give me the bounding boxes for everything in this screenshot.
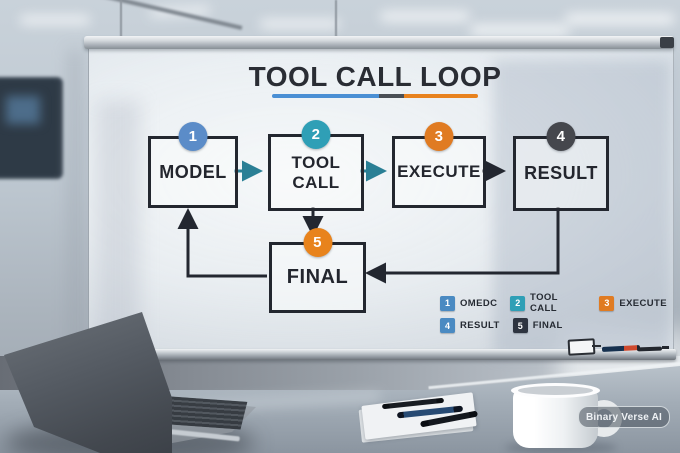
legend-label-1: OMEDC xyxy=(460,297,498,309)
diagram-title: TOOL CALL LOOP xyxy=(248,61,502,92)
glass-seam xyxy=(120,0,122,40)
legend-row: 4 RESULT 5 FINAL xyxy=(440,318,680,333)
ceiling-light xyxy=(470,25,570,35)
node-tool-call-badge: 2 xyxy=(301,120,331,149)
node-tool-call: 2 TOOL CALL xyxy=(268,120,364,211)
node-final-badge: 5 xyxy=(303,228,332,257)
legend-item-result: 4 RESULT xyxy=(440,318,500,333)
node-execute-label: EXECUTE xyxy=(397,162,481,181)
node-final-label: FINAL xyxy=(286,266,349,288)
legend-label-3: EXECUTE xyxy=(619,297,667,309)
whiteboard-top-rail xyxy=(84,36,674,49)
legend-swatch-3: 3 xyxy=(599,295,615,311)
legend-swatch-5: 5 xyxy=(512,318,528,333)
title-underline xyxy=(272,94,478,98)
node-tool-call-label: TOOL CALL xyxy=(291,152,341,192)
whiteboard-tray xyxy=(86,349,676,360)
legend-item-model: 1 OMEDC xyxy=(440,295,498,311)
node-model-label: MODEL xyxy=(159,161,227,182)
coffee-mug-rim-inner xyxy=(518,386,593,395)
ceiling-light xyxy=(20,16,90,24)
whiteboard-marker xyxy=(662,346,669,349)
wall-screen-glow xyxy=(6,96,40,124)
whiteboard-rail-cap xyxy=(660,37,674,48)
legend-label-4: RESULT xyxy=(460,320,500,331)
node-model: 1 MODEL xyxy=(148,122,238,208)
window-mullion xyxy=(70,50,80,360)
legend-label-2: TOOL CALL xyxy=(530,292,558,314)
legend: 1 OMEDC 2 TOOL CALL 3 EXECUTE 4 RESULT 5… xyxy=(440,292,680,333)
legend-label-5: FINAL xyxy=(532,320,563,331)
node-result-label: RESULT xyxy=(524,163,598,183)
legend-item-execute: 3 EXECUTE xyxy=(599,295,667,311)
legend-swatch-1: 1 xyxy=(440,295,455,311)
ceiling-light xyxy=(565,14,675,24)
node-execute: 3 EXECUTE xyxy=(392,122,486,208)
legend-item-final: 5 FINAL xyxy=(512,318,563,333)
node-result-badge: 4 xyxy=(546,122,576,151)
legend-swatch-4: 4 xyxy=(440,318,455,333)
node-result: 4 RESULT xyxy=(513,122,609,211)
whiteboard-eraser-edge xyxy=(592,345,601,347)
legend-item-tool-call: 2 TOOL CALL xyxy=(510,292,586,314)
node-final: 5 FINAL xyxy=(269,228,366,313)
glass-seam xyxy=(335,0,337,44)
node-execute-badge: 3 xyxy=(424,122,454,151)
node-model-badge: 1 xyxy=(178,122,208,151)
board-shade xyxy=(96,100,140,350)
whiteboard-eraser xyxy=(567,338,596,356)
laptop-keyboard xyxy=(164,396,248,430)
legend-row: 1 OMEDC 2 TOOL CALL 3 EXECUTE xyxy=(440,292,680,314)
legend-swatch-2: 2 xyxy=(510,295,526,311)
watermark-badge: Binary Verse AI xyxy=(578,406,670,428)
ceiling-light xyxy=(380,12,470,21)
wall-screen xyxy=(0,80,60,176)
ceiling-light xyxy=(260,20,340,28)
